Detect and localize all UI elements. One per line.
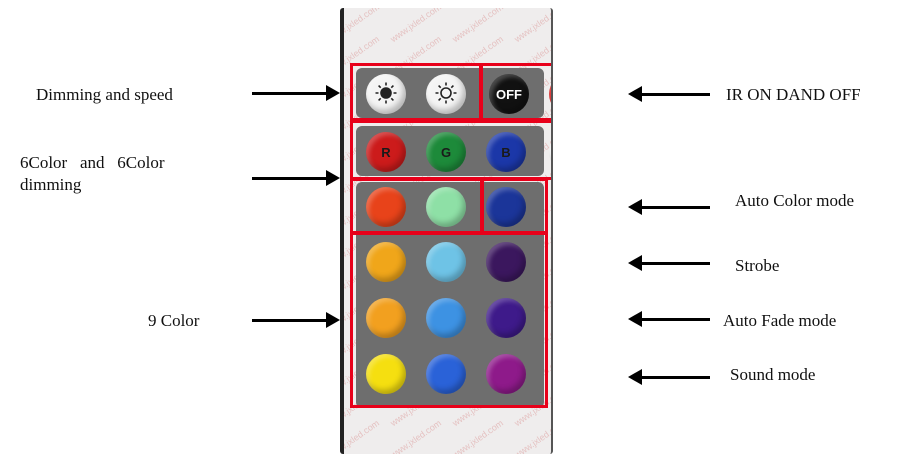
arrow-auto-color [628, 199, 710, 215]
indigo-button[interactable] [486, 298, 526, 338]
highlight-nine-color [350, 232, 548, 408]
red-button-label: R [381, 144, 391, 160]
green-button-label: G [440, 144, 452, 160]
auto-color-mode-label: Auto Color mode [735, 191, 854, 210]
dimming-and-speed-label: Dimming and speed [36, 85, 173, 104]
on-button[interactable]: ON [549, 74, 551, 114]
brightness-up-button[interactable] [366, 74, 406, 114]
auto-fade-mode-label: Auto Fade mode [723, 311, 837, 330]
smooth-button[interactable]: SMOOTH [551, 354, 553, 394]
light-green-button[interactable] [426, 187, 466, 227]
watermark-text: www.jxled.com [512, 8, 553, 45]
amber-button[interactable] [366, 242, 406, 282]
sky-blue-button[interactable] [426, 242, 466, 282]
arrow-ir [628, 86, 710, 102]
watermark-text: www.jxled.com [340, 417, 382, 454]
blue-button[interactable]: B [486, 132, 526, 172]
six-color-label-line1: 6Color and 6Color [20, 153, 165, 172]
magenta-button[interactable] [486, 354, 526, 394]
arrow-nine-color [252, 312, 340, 328]
ir-on-off-label: IR ON DAND OFF [726, 85, 861, 104]
dark-purple-button[interactable] [486, 242, 526, 282]
arrow-dimming [252, 85, 340, 101]
off-button[interactable]: OFF [489, 74, 529, 114]
strobe-button[interactable]: STROBE [551, 242, 553, 282]
arrow-strobe [628, 255, 710, 271]
six-color-label: 6Color and 6Color dimming [20, 152, 220, 196]
arrow-six-color [252, 170, 340, 186]
arrow-auto-fade [628, 311, 710, 327]
sun-bright-icon [374, 81, 398, 108]
nine-color-label: 9 Color [148, 311, 200, 330]
white-button[interactable]: W [549, 132, 551, 172]
highlight-on-off [480, 63, 551, 121]
sound-mode-label: Sound mode [730, 365, 816, 384]
orange-red-button[interactable] [366, 187, 406, 227]
royal-blue-button[interactable] [426, 354, 466, 394]
fade-button[interactable]: FADE [551, 298, 553, 338]
brightness-down-button[interactable] [426, 74, 466, 114]
off-button-label: OFF [496, 86, 522, 102]
dark-blue-button[interactable] [486, 187, 526, 227]
sun-dim-icon [434, 81, 458, 108]
red-button[interactable]: R [366, 132, 406, 172]
six-color-label-line2: dimming [20, 175, 82, 194]
strobe-label: Strobe [735, 256, 780, 275]
flash-button[interactable]: FLASH [551, 187, 553, 227]
orange-button[interactable] [366, 298, 406, 338]
blue-button-label: B [501, 144, 511, 160]
yellow-button[interactable] [366, 354, 406, 394]
green-button[interactable]: G [426, 132, 466, 172]
azure-button[interactable] [426, 298, 466, 338]
arrow-sound [628, 369, 710, 385]
